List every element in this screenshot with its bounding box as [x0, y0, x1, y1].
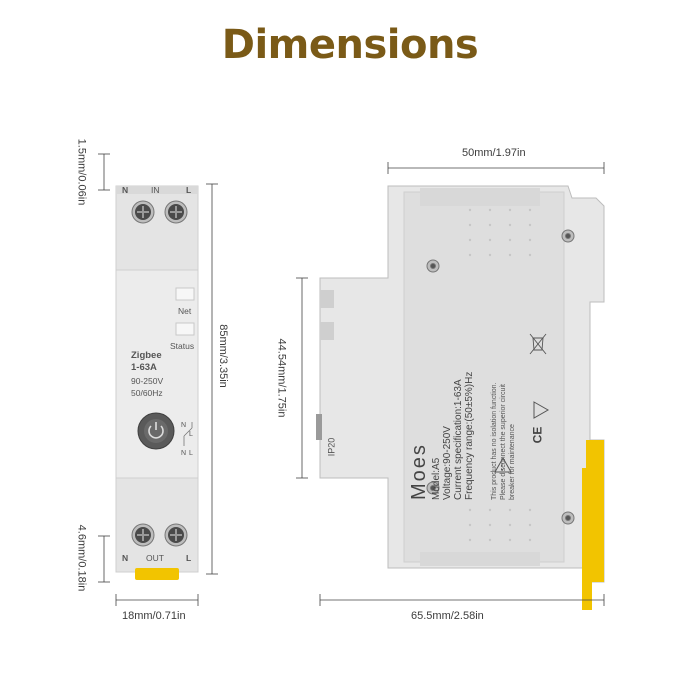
terminal-top-n: N [122, 185, 129, 195]
terminal-bottom-n: N [122, 553, 129, 563]
ip-rating: IP20 [326, 437, 337, 457]
screw-top-l [164, 200, 188, 224]
model-label: Model:A5 [431, 457, 442, 500]
front-view [115, 185, 199, 580]
warning-line-3: breaker for maintenance [509, 424, 516, 500]
page-title: Dimensions [221, 22, 479, 68]
dim-front-width: 18mm/0.71in [122, 610, 186, 622]
screw-bottom-l [164, 523, 188, 547]
frequency-range-label: Frequency range:(50±5%)Hz [464, 371, 475, 500]
ce-mark-icon: CE [530, 426, 545, 444]
voltage-label: 90-250V [131, 376, 164, 386]
terminal-top-l: L [186, 185, 192, 195]
brand-logo: Moes [408, 443, 430, 500]
switch-symbol-n2: N [181, 450, 187, 457]
dim-side-height: 44.54mm/1.75in [275, 338, 288, 418]
warning-line-1: This product has no isolation function. [491, 382, 498, 500]
switch-symbol-n: N [181, 422, 187, 429]
terminal-bottom-out: OUT [146, 553, 164, 563]
switch-symbol-l: L [189, 431, 193, 438]
indicator-net-label: Net [178, 306, 192, 316]
rating-label: 1-63A [131, 362, 157, 373]
switch-symbol-l2: L [189, 450, 193, 457]
dim-side-depth: 65.5mm/2.58in [411, 610, 484, 622]
side-view [316, 185, 605, 610]
dim-front-height: 85mm/3.35in [216, 324, 229, 388]
din-clip [135, 568, 179, 580]
screw-top-n [131, 200, 155, 224]
voltage-warning-icon [533, 401, 550, 419]
warning-triangle-icon [494, 456, 512, 473]
terminal-top-in: IN [151, 185, 160, 195]
side-din-clip [582, 440, 604, 610]
dim-front-top-gap: 1.5mm/0.06in [75, 138, 88, 206]
current-spec-label: Current specification:1-63A [453, 379, 464, 500]
front-dimension-lines [98, 153, 218, 606]
side-voltage-label: Voltage:90-250V [442, 426, 453, 500]
weee-bin-icon [529, 333, 547, 355]
terminal-bottom-l: L [186, 553, 192, 563]
switch-schematic-icon [183, 422, 193, 446]
frequency-label: 50/60Hz [131, 388, 163, 398]
dim-side-width: 50mm/1.97in [462, 147, 526, 159]
power-button-icon[interactable] [137, 412, 175, 450]
product-name: Zigbee [131, 350, 162, 361]
side-label-block: Moes Model:A5 Voltage:90-250V Current sp… [408, 250, 478, 500]
screw-bottom-n [131, 523, 155, 547]
dim-front-bottom-gap: 4.6mm/0.18in [75, 524, 88, 592]
warning-text-block: This product has no isolation function. … [490, 280, 530, 500]
warning-line-2: Please disconnect the superior circuit [500, 384, 507, 500]
indicator-status-label: Status [170, 341, 195, 351]
side-dimension-lines [296, 162, 605, 606]
